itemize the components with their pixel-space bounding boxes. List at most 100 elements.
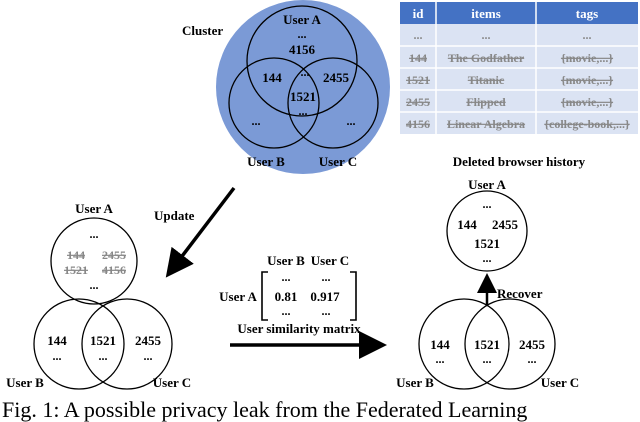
left-deleted-value: 144 — [67, 248, 85, 262]
cluster-value-a: 4156 — [289, 42, 316, 57]
left-value-b: 144 — [47, 333, 67, 348]
cluster-venn-b — [228, 57, 320, 149]
right-ellipsis: ... — [436, 352, 445, 366]
table-cell: {movie,...} — [561, 73, 613, 87]
table-cell: Flipped — [466, 95, 506, 109]
table-cell: ... — [482, 28, 491, 42]
left-value-bc: 1521 — [90, 333, 116, 348]
table-row: 2455 Flipped {movie,...} — [406, 95, 613, 109]
right-value-bc: 1521 — [474, 337, 500, 352]
left-venn: User A ... 144 2455 1521 4156 ... 144 15… — [6, 201, 191, 390]
matrix-value-ac: 0.917 — [310, 289, 340, 304]
right-user-a: User A — [468, 177, 506, 192]
cluster-label: Cluster — [182, 23, 223, 38]
left-venn-b — [33, 298, 125, 390]
table-row — [400, 24, 638, 134]
table-cell: The Godfather — [448, 51, 525, 65]
right-venn: User A ... 144 2455 1521 ... Recover 144… — [396, 177, 579, 390]
matrix-col-c: User C — [311, 253, 349, 268]
matrix-ellipsis: ... — [282, 304, 291, 318]
left-user-a: User A — [75, 201, 113, 216]
cluster-user-b: User B — [247, 154, 285, 169]
left-ellipsis: ... — [90, 278, 99, 292]
left-deleted-value: 4156 — [102, 263, 126, 277]
right-venn-a — [446, 190, 528, 272]
left-venn-c — [81, 298, 173, 390]
figure-caption-text: Fig. 1: A possible privacy leak from the… — [2, 398, 528, 422]
update-arrow — [165, 186, 236, 278]
matrix-value-ab: 0.81 — [275, 289, 298, 304]
cluster-group: Cluster User A ... 4156 144 2455 1521 ..… — [182, 0, 390, 174]
right-ellipsis: ... — [483, 197, 492, 211]
table-row: 144 The Godfather {movie,...} — [409, 51, 613, 65]
table-header-row — [400, 2, 638, 24]
figure-diagram: Cluster User A ... 4156 144 2455 1521 ..… — [6, 0, 638, 390]
left-user-c: User C — [153, 375, 191, 390]
matrix-row-a: User A — [219, 289, 257, 304]
matrix-caption: User similarity matrix — [237, 321, 361, 336]
matrix-bracket-right — [350, 271, 357, 321]
table-row: 1521 Titanic {movie,...} — [406, 73, 613, 87]
left-value-c: 2455 — [135, 333, 162, 348]
left-ellipsis: ... — [99, 349, 108, 363]
right-value-b: 144 — [430, 337, 450, 352]
update-label: Update — [154, 208, 195, 223]
matrix-ellipsis: ... — [322, 304, 331, 318]
matrix-col-b: User B — [267, 253, 305, 268]
right-user-c: User C — [541, 375, 579, 390]
recover-label: Recover — [497, 286, 543, 301]
cluster-ellipsis: ... — [299, 104, 308, 118]
right-ellipsis: ... — [483, 251, 492, 265]
left-deleted-value: 1521 — [64, 263, 88, 277]
table-header-id: id — [413, 6, 425, 21]
table-cell: ... — [583, 28, 592, 42]
figure-caption: Fig. 1: A possible privacy leak from the… — [0, 398, 640, 422]
table-cell: 1521 — [406, 73, 430, 87]
left-ellipsis: ... — [90, 227, 99, 241]
table-header-tags: tags — [576, 6, 598, 21]
matrix-ellipsis: ... — [282, 270, 291, 284]
cluster-venn-a — [246, 5, 358, 117]
table-header-items: items — [471, 6, 501, 21]
table-cell: Linear Algebra — [447, 117, 525, 131]
right-venn-b — [418, 298, 510, 390]
right-venn-c — [464, 298, 556, 390]
left-user-b: User B — [6, 375, 44, 390]
cluster-user-c: User C — [319, 154, 357, 169]
table-caption: Deleted browser history — [453, 154, 586, 169]
history-table: id items tags ... ... ... 144 The Godfat… — [400, 2, 638, 169]
right-value-c: 2455 — [519, 337, 546, 352]
right-value-a1: 144 — [457, 217, 477, 232]
table-cell: 144 — [409, 51, 427, 65]
left-ellipsis: ... — [53, 349, 62, 363]
right-ellipsis: ... — [528, 352, 537, 366]
left-deleted-value: 2455 — [102, 248, 126, 262]
cluster-circle — [216, 0, 390, 174]
table-cell: {movie,...} — [561, 95, 613, 109]
right-user-b: User B — [396, 375, 434, 390]
table-row: 4156 Linear Algebra {college-book,...} — [406, 117, 630, 131]
cluster-value-ac: 2455 — [323, 70, 350, 85]
left-venn-a — [50, 217, 138, 305]
cluster-ellipsis: ... — [252, 114, 261, 128]
right-value-a2: 2455 — [492, 217, 519, 232]
table-cell: {college-book,...} — [544, 117, 630, 131]
cluster-user-a: User A — [283, 12, 321, 27]
table-cell: {movie,...} — [561, 51, 613, 65]
matrix-bracket-left — [261, 271, 268, 321]
table-cell: ... — [414, 28, 423, 42]
matrix-ellipsis: ... — [322, 270, 331, 284]
left-ellipsis: ... — [144, 349, 153, 363]
cluster-ellipsis: ... — [301, 65, 310, 79]
right-ellipsis: ... — [483, 352, 492, 366]
cluster-ellipsis: ... — [347, 114, 356, 128]
cluster-value-ab: 144 — [262, 70, 282, 85]
cluster-ellipsis: ... — [298, 27, 307, 41]
similarity-matrix: User B User C User A ... ... 0.81 0.917 … — [219, 253, 361, 336]
table-cell: Titanic — [468, 73, 505, 87]
cluster-value-abc: 1521 — [290, 89, 316, 104]
table-cell: 2455 — [406, 95, 430, 109]
table-row: ... ... ... — [414, 28, 592, 42]
table-cell: 4156 — [406, 117, 430, 131]
right-value-a3: 1521 — [474, 236, 500, 251]
